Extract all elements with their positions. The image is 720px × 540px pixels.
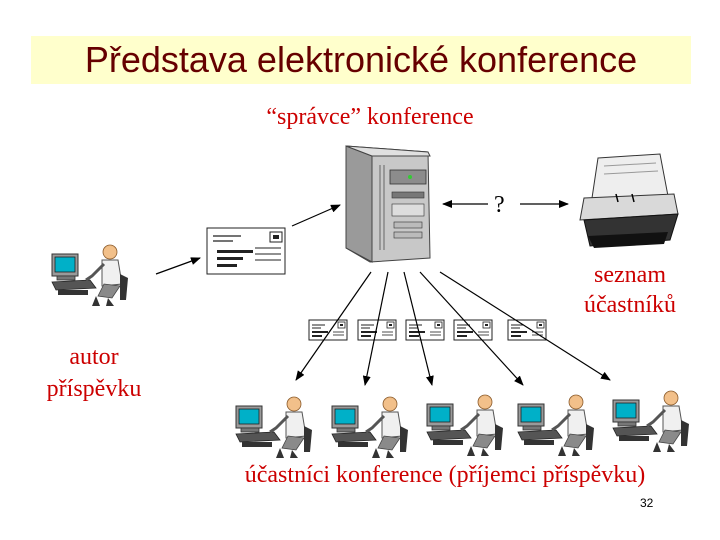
arrow-to-recipient: [439, 271, 611, 381]
arrow-to-recipient: [403, 271, 434, 386]
arrows: [155, 200, 611, 386]
arrow-to-recipient: [362, 271, 389, 386]
arrow-to-recipient: [295, 271, 372, 381]
server-icon: [345, 145, 431, 263]
recipient-computer-user-icon: [425, 393, 505, 458]
envelope-icon: [405, 319, 445, 341]
envelope-icon: [308, 319, 348, 341]
arrow-message-to-server: [291, 204, 341, 227]
participants-list-label-line1: seznam: [594, 262, 666, 288]
question-mark: ?: [494, 192, 505, 218]
page-title: Představa elektronické konference: [84, 39, 638, 80]
participants-list-label-line2: účastníků: [584, 292, 676, 318]
recipient-computer-user-icon: [330, 395, 410, 460]
title-bar: Představa elektronické konference: [31, 36, 691, 84]
recipient-computer-user-icon: [611, 389, 691, 454]
recipients-label: účastníci konference (příjemci příspěvku…: [244, 462, 646, 488]
author-label-line1: autor: [69, 344, 119, 370]
arrow-to-recipient: [419, 271, 524, 386]
recipient-computer-user-icon: [234, 395, 314, 460]
envelope-icon: [507, 319, 547, 341]
arrow-author-to-message: [155, 257, 201, 275]
printer-icon: [579, 153, 679, 248]
admin-label: “správce” konference: [266, 104, 474, 130]
page-number: 32: [640, 496, 654, 510]
recipient-computer-user-icon: [516, 393, 596, 458]
author-computer-user-icon: [50, 243, 130, 308]
envelope-icon: [357, 319, 397, 341]
author-label-line2: příspěvku: [46, 376, 142, 402]
author-message-icon: [206, 227, 286, 275]
